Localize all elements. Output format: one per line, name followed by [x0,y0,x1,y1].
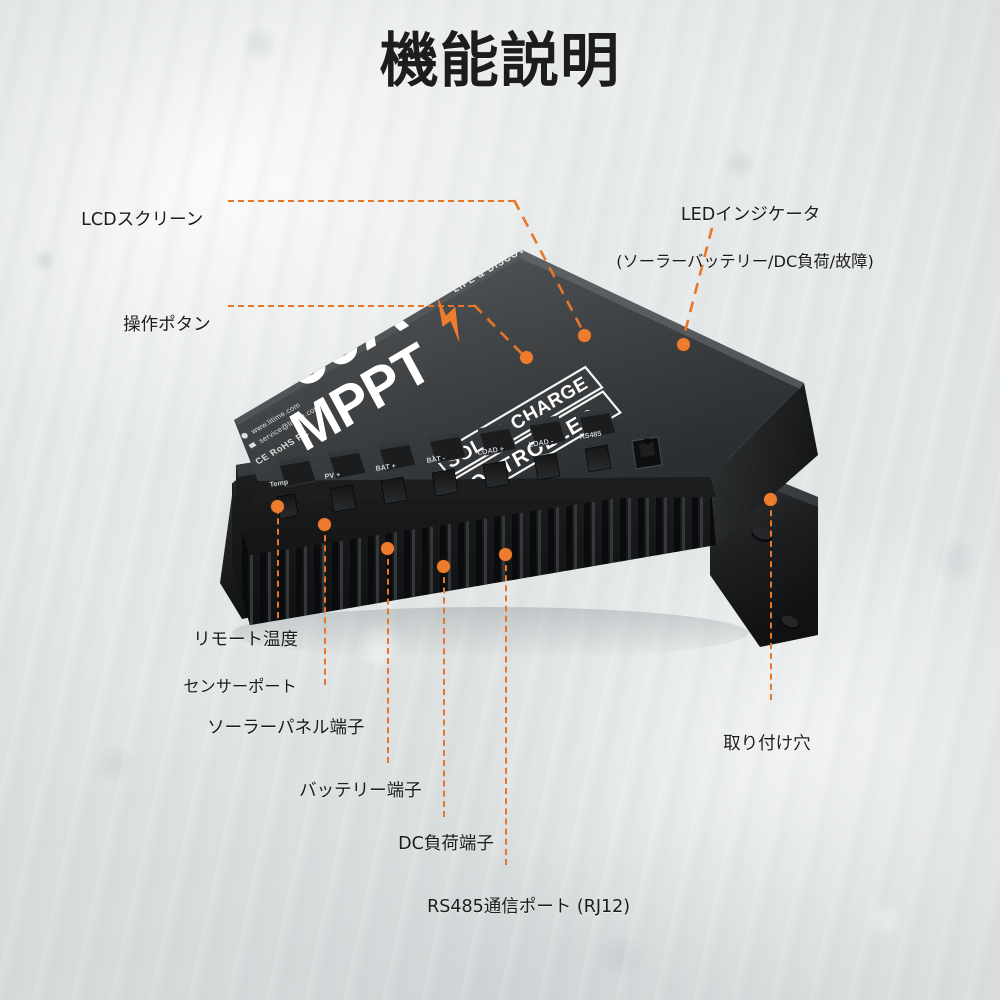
callout-mounting-hole: 取り付け穴 [712,710,811,757]
callout-rs485-port: RS485通信ポート (RJ12) [416,873,630,920]
callout-temp-sensor-port-label: リモート温度 [193,630,299,651]
callout-solar-terminal: ソーラーパネル端子 [196,694,364,741]
terminal-covers [277,407,617,488]
terminal-label-temp: Temp [269,477,289,489]
terminal-label-pv-pos: PV + [324,470,341,481]
terminal-label-bat-pos: BAT + [375,461,397,473]
terminal-label-load-pos: LOAD + [477,444,505,457]
svg-text:Time: Time [474,215,545,259]
marker-temp-sensor-port [271,500,284,513]
callout-led-indicator: LEDインジケータ (ソーラーバッテリー/DC負荷/故障) [555,181,935,296]
product-image-solar-charge-controller: Li Time LIFE & DISCOVERY 60A MPPT SOLAR … [150,215,850,685]
terminal-label-rs485: RS485 [579,429,602,441]
terminal-openings: Temp PV + BAT + BAT - LOAD + LOAD - RS48… [269,429,612,520]
svg-text:Li: Li [436,247,474,281]
callout-lcd-screen-label: LCDスクリーン [81,210,204,231]
callout-led-indicator-label: LEDインジケータ [680,205,821,226]
page-title: 機能説明 [379,26,621,95]
svg-text:⏻: ⏻ [680,561,688,572]
terminal-label-load-neg: LOAD - [528,436,554,449]
marker-rs485-port [499,548,512,561]
callout-temp-sensor-port-sublabel: センサーポート [183,677,297,697]
callout-battery-terminal-label: バッテリー端子 [299,781,422,802]
terminal-label-bat-neg: BAT - [426,453,446,465]
callout-operation-buttons: 操作ポタン [112,291,211,338]
marker-battery-terminal [381,542,394,555]
rs485-rj12-jack [631,436,663,470]
marker-dc-load-terminal [437,560,450,573]
callout-temp-sensor-port: リモート温度 センサーポート [130,606,350,721]
marker-solar-terminal [318,518,331,531]
callout-lcd-screen: LCDスクリーン [70,186,203,233]
callout-battery-terminal: バッテリー端子 [288,757,422,804]
callout-operation-buttons-label: 操作ポタン [123,315,211,336]
callout-rs485-port-label: RS485通信ポート (RJ12) [427,897,631,918]
device-top-body [234,250,818,545]
callout-solar-terminal-label: ソーラーパネル端子 [207,718,365,739]
callout-led-indicator-sublabel: (ソーラーバッテリー/DC負荷/故障) [616,252,874,272]
callout-mounting-hole-label: 取り付け穴 [723,734,811,755]
power-button: ⏻ [666,553,710,582]
marker-operation-buttons [520,351,533,364]
callout-dc-load-terminal: DC負荷端子 [387,810,494,857]
marker-lcd-screen [578,329,591,342]
marker-mounting-hole [764,493,777,506]
marker-led-indicator [677,338,690,351]
callout-dc-load-terminal-label: DC負荷端子 [398,834,494,855]
